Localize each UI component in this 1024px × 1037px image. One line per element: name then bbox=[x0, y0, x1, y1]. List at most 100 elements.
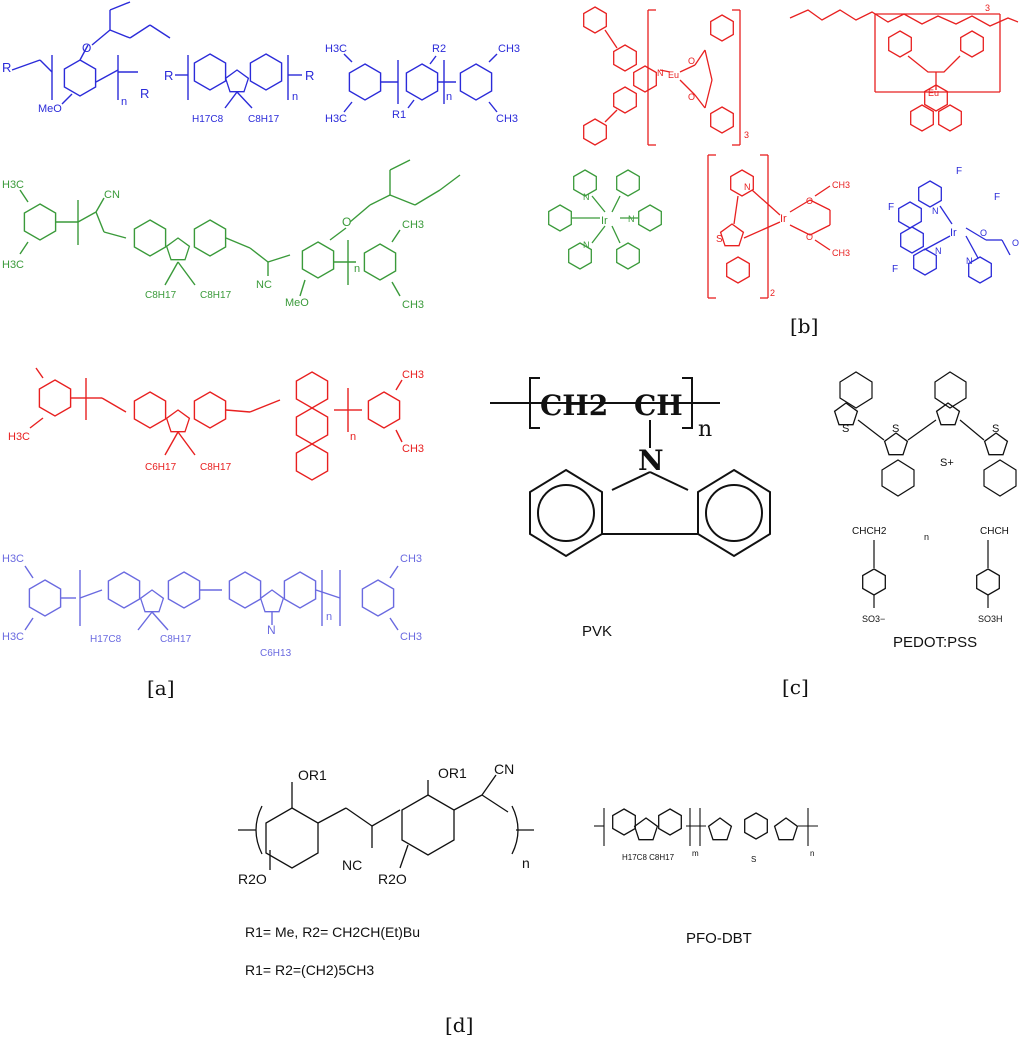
red-ch3-top: CH3 bbox=[402, 369, 424, 381]
green-cn-2: NC bbox=[256, 279, 272, 291]
pss-chch: CHCH bbox=[980, 526, 1009, 537]
ir3-oxygen-2: O bbox=[1012, 238, 1019, 248]
pvk-nitrogen: N bbox=[638, 444, 664, 477]
eu1-oxygen-2: O bbox=[688, 92, 695, 102]
ppp-r2: R2 bbox=[432, 43, 446, 55]
pfodbt-sulfur: S bbox=[751, 855, 756, 864]
firpic-structure bbox=[898, 180, 1011, 284]
pf-alkyl-right: C8H17 bbox=[248, 114, 280, 125]
ppv-r-right: R bbox=[140, 86, 149, 101]
polyfluorene-structure bbox=[175, 53, 302, 109]
ppv-subscript-n: n bbox=[121, 96, 127, 108]
pedot-sulfur-2: S bbox=[892, 423, 899, 435]
mehppv-or1-left: OR1 bbox=[298, 767, 327, 783]
pf-r-right: R bbox=[305, 68, 314, 83]
pss-sulfonate: SO3− bbox=[862, 614, 885, 624]
green-cn-1: CN bbox=[104, 189, 120, 201]
pss-sulfonic-acid: SO3H bbox=[978, 614, 1003, 624]
pvk-name: PVK bbox=[582, 623, 612, 640]
ir-ppy3-structure bbox=[548, 169, 662, 270]
mehppv-r2o-right: R2O bbox=[378, 871, 407, 887]
green-c8-left: C8H17 bbox=[145, 290, 177, 301]
eu2-subscript-3: 3 bbox=[985, 3, 990, 13]
pedot-sulfur-plus: S+ bbox=[940, 457, 954, 469]
pvk-ch: CH bbox=[634, 389, 683, 422]
ir2-subscript-2: 2 bbox=[770, 288, 775, 298]
ir2-nitrogen: N bbox=[744, 182, 751, 192]
red-c6: C6H17 bbox=[145, 462, 177, 473]
ir1-nitrogen-2: N bbox=[628, 214, 635, 224]
lb-h17c8: H17C8 bbox=[90, 634, 122, 645]
eu1-subscript-3: 3 bbox=[744, 130, 749, 140]
ir3-oxygen-1: O bbox=[980, 228, 987, 238]
ir2-iridium: Ir bbox=[780, 213, 787, 225]
panel-c-label: [c] bbox=[782, 675, 809, 699]
green-h3c-top: H3C bbox=[2, 179, 24, 191]
pfo-dbt-structure bbox=[594, 808, 818, 846]
ir1-nitrogen-3: N bbox=[583, 240, 590, 250]
eu-complex-1-structure bbox=[583, 6, 741, 146]
anthracene-copolymer-structure bbox=[29, 367, 403, 481]
lb-ch3-top: CH3 bbox=[400, 553, 422, 565]
ppv-r-left: R bbox=[2, 60, 11, 75]
ir1-nitrogen-1: N bbox=[583, 192, 590, 202]
ir3-iridium: Ir bbox=[950, 227, 957, 239]
red-h3c: H3C bbox=[8, 431, 30, 443]
ir3-fluorine-3: F bbox=[888, 202, 894, 213]
ir2-ch3-bottom: CH3 bbox=[832, 248, 850, 258]
mehppv-or1-right: OR1 bbox=[438, 765, 467, 781]
mehppv-r2o-left: R2O bbox=[238, 871, 267, 887]
pfodbt-subscript-n: n bbox=[810, 849, 814, 858]
ppp-subscript-n: n bbox=[446, 91, 452, 103]
pedot-sulfur-3: S bbox=[992, 423, 999, 435]
panel-a: R R O MeO n R R n H17C8 C8H17 bbox=[2, 1, 520, 700]
ppv-methoxy: MeO bbox=[38, 103, 62, 115]
mehppv-definition-1: R1= Me, R2= CH2CH(Et)Bu bbox=[245, 924, 420, 940]
green-subscript-n: n bbox=[354, 263, 360, 275]
ir2-oxygen-2: O bbox=[806, 232, 813, 242]
ir3-nitrogen-3: N bbox=[966, 256, 973, 266]
ir3-nitrogen-2: N bbox=[935, 246, 942, 256]
pfodbt-alkyl: H17C8 C8H17 bbox=[622, 853, 675, 862]
ppp-ch3-top: CH3 bbox=[498, 43, 520, 55]
green-h3c-bottom: H3C bbox=[2, 259, 24, 271]
pfodbt-name: PFO-DBT bbox=[686, 930, 752, 947]
cn-ppv-structure bbox=[238, 774, 534, 870]
lb-c8h17: C8H17 bbox=[160, 634, 192, 645]
panel-d: OR1 OR1 CN NC R2O R2O n R1= Me, R2= CH2C… bbox=[238, 761, 818, 1037]
green-oxygen: O bbox=[342, 215, 351, 229]
lb-c6h13: C6H13 bbox=[260, 648, 292, 659]
ir3-fluorine-1: F bbox=[956, 166, 962, 177]
mehppv-nc: NC bbox=[342, 857, 362, 873]
ir2-oxygen-1: O bbox=[806, 196, 813, 206]
panel-b-label: [b] bbox=[790, 314, 818, 338]
panel-c: CH2 CH N n PVK S S S+ S CHCH2 bbox=[490, 371, 1017, 699]
ir-btp-structure bbox=[707, 154, 831, 299]
eu1-nitrogen: N bbox=[657, 68, 664, 78]
pvk-structure bbox=[490, 377, 771, 558]
eu2-europium: Eu bbox=[928, 88, 939, 98]
pf-alkyl-left: H17C8 bbox=[192, 114, 224, 125]
mehppv-definition-2: R1= R2=(CH2)5CH3 bbox=[245, 962, 374, 978]
ppv-oxygen: O bbox=[82, 41, 91, 55]
eu-complex-2-structure bbox=[789, 9, 1019, 132]
green-ch3-bottom: CH3 bbox=[402, 299, 424, 311]
green-c8-right: C8H17 bbox=[200, 290, 232, 301]
ir2-sulfur: S bbox=[716, 234, 723, 245]
red-subscript-n: n bbox=[350, 431, 356, 443]
pf-subscript-n: n bbox=[292, 91, 298, 103]
ppv-derivative-structure bbox=[11, 1, 171, 105]
pf-r-left: R bbox=[164, 68, 173, 83]
ppp-ch3-bottom: CH3 bbox=[496, 113, 518, 125]
panel-a-label: [a] bbox=[147, 676, 175, 700]
pss-chch2: CHCH2 bbox=[852, 526, 887, 537]
pedot-pss-name: PEDOT:PSS bbox=[893, 634, 977, 651]
green-ch3-top: CH3 bbox=[402, 219, 424, 231]
pedot-pss-structure bbox=[833, 371, 1017, 608]
panel-d-label: [d] bbox=[445, 1013, 473, 1037]
pss-subscript-n: n bbox=[924, 532, 929, 542]
ir3-fluorine-2: F bbox=[994, 192, 1000, 203]
lb-subscript-n: n bbox=[326, 611, 332, 623]
ir3-fluorine-4: F bbox=[892, 264, 898, 275]
